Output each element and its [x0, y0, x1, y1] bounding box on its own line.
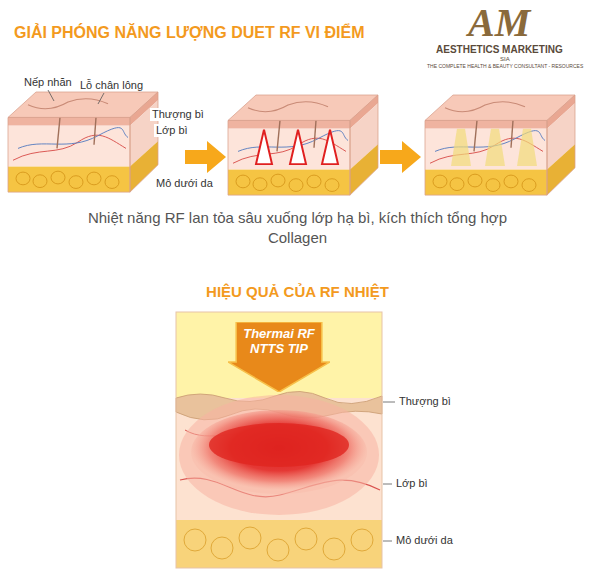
- caption-text: Nhiệt năng RF lan tỏa sâu xuống lớp hạ b…: [80, 208, 515, 248]
- probe-arrow: Thermai RF NTTS TIP: [228, 322, 330, 392]
- logo-sub: SIA: [500, 56, 510, 63]
- section-heading: HIỆU QUẢ CỦA RF NHIỆT: [0, 283, 595, 300]
- part-label: Nếp nhăn: [24, 76, 72, 89]
- layer-label: Mô dưới da: [154, 177, 215, 190]
- logo-tagline: THE COMPLETE HEALTH & BEAUTY CONSULTANT …: [427, 64, 583, 70]
- logo-name: AESTHETICS MARKETING: [436, 44, 563, 56]
- layer-label: Thượng bì: [399, 395, 451, 408]
- logo-mark: AM: [468, 0, 530, 46]
- layer-label: Lớp bì: [396, 477, 428, 490]
- part-label: Lỗ chân lông: [80, 79, 143, 92]
- layer-label: Lớp bì: [154, 124, 190, 137]
- diagram-title: GIẢI PHÓNG NĂNG LƯỢNG DUET RF VI ĐIỂM: [14, 24, 364, 42]
- probe-label: Thermai RF NTTS TIP: [228, 322, 330, 356]
- layer-label: Mô dưới da: [396, 534, 453, 547]
- layer-label: Thượng bì: [150, 108, 206, 121]
